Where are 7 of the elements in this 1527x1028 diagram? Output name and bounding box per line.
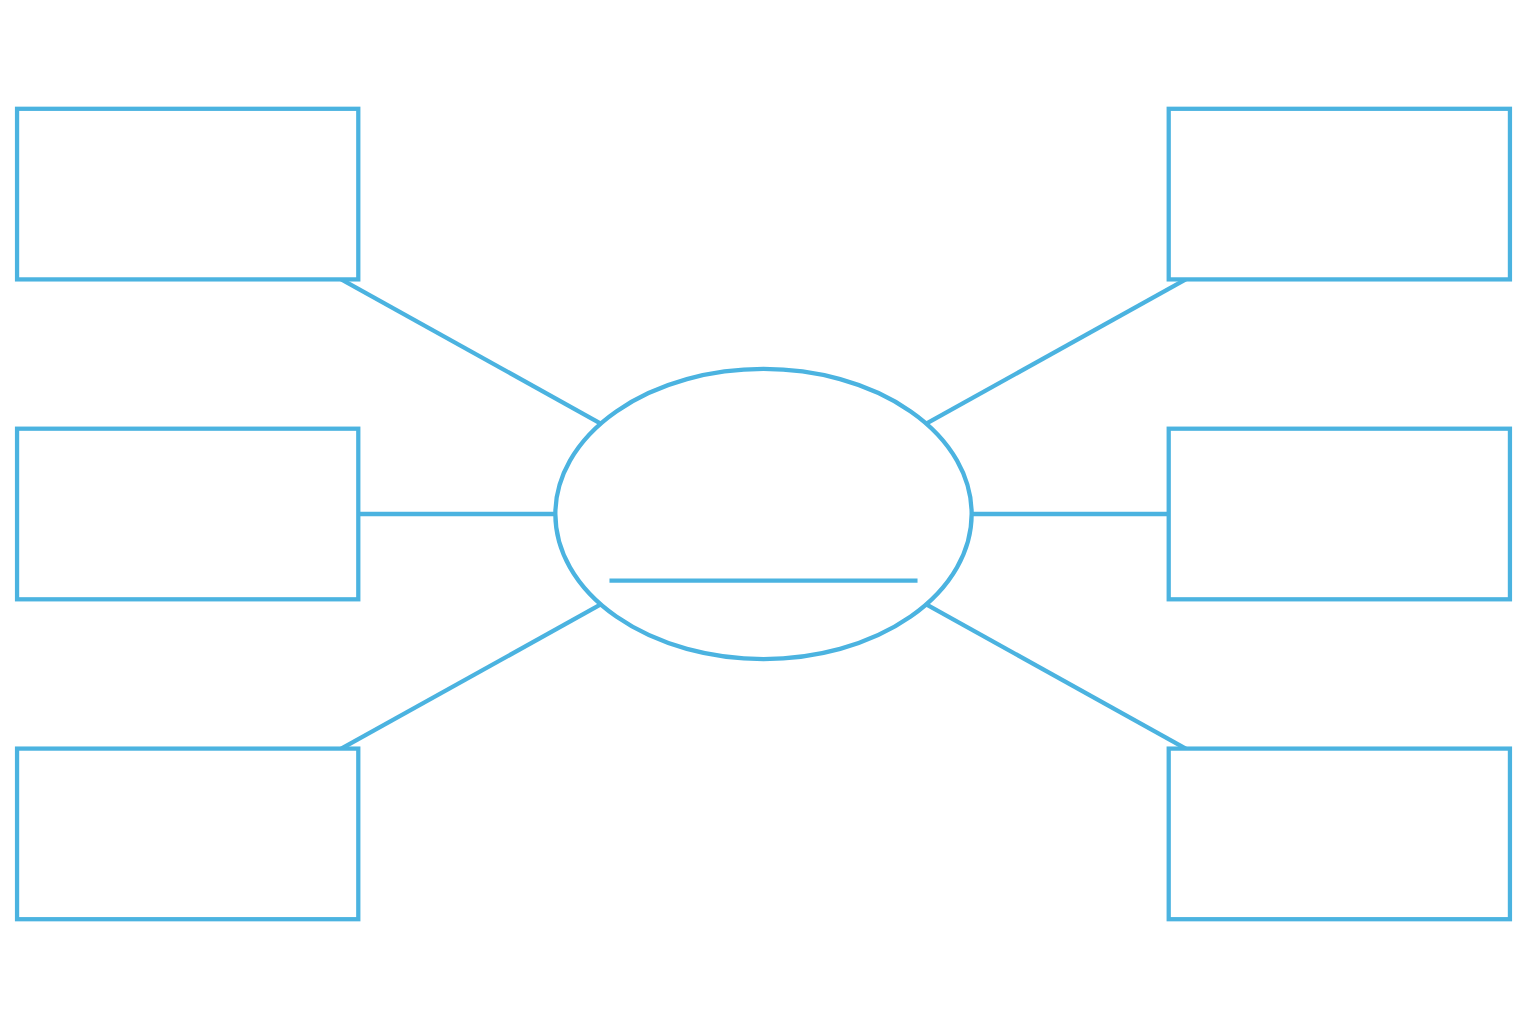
answer-box	[1166, 746, 1513, 922]
center-ellipse	[553, 366, 974, 662]
answer-box	[14, 426, 361, 602]
answer-box	[14, 106, 361, 282]
answer-box	[1166, 106, 1513, 282]
answer-box	[14, 746, 361, 922]
answer-box	[1166, 426, 1513, 602]
